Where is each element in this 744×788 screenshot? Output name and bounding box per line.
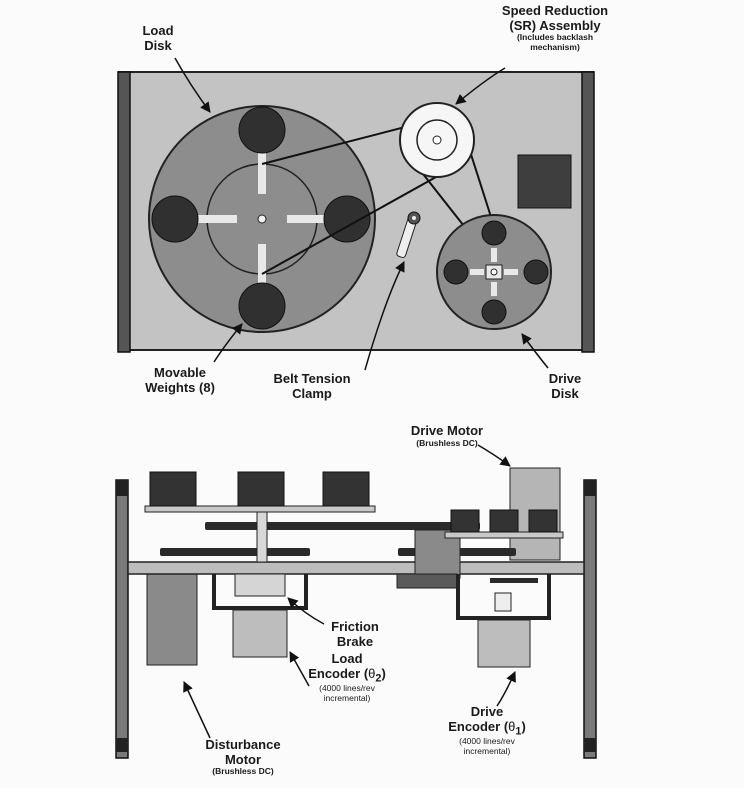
left-post <box>115 479 129 759</box>
load-shaft <box>256 511 268 563</box>
side-view <box>115 444 597 759</box>
movable-weights-side <box>149 471 370 507</box>
top-view <box>117 57 595 371</box>
movable-weights-top <box>151 106 371 330</box>
load-bracket <box>212 574 308 610</box>
drive-disk-edge <box>444 531 564 539</box>
sr-assembly-label: Speed Reduction(SR) Assembly (Includes b… <box>501 3 609 52</box>
drive-motor-label: Drive Motor (Brushless DC) <box>410 423 484 448</box>
load-disk-slots <box>195 152 329 286</box>
upper-belt <box>205 522 480 530</box>
lower-belt-left <box>160 548 310 556</box>
right-rail <box>581 71 595 353</box>
drive-weights-side <box>450 509 558 533</box>
drive-encoder <box>477 619 531 668</box>
left-rail <box>117 71 131 353</box>
sr-pulley-hub <box>432 135 442 145</box>
drive-belt-small <box>490 578 538 583</box>
drive-disk-slots <box>470 248 518 296</box>
right-post <box>583 479 597 759</box>
drive-bracket <box>456 574 551 620</box>
friction-brake <box>234 573 286 597</box>
motor-block-top <box>517 154 572 209</box>
sr-block-lower <box>396 573 458 589</box>
drive-disk-weights <box>443 220 549 325</box>
side-base-plate <box>127 561 585 575</box>
drive-encoder-coupling <box>494 592 512 612</box>
leaders-top <box>174 57 549 371</box>
load-encoder <box>232 609 288 658</box>
leaders-side <box>183 444 516 739</box>
belt-tension-clamp <box>396 211 421 258</box>
drive-encoder-label: Drive Encoder (θ1) (4000 lines/rev incre… <box>448 704 526 756</box>
disturbance-motor <box>146 572 198 666</box>
load-disk-hub <box>257 214 267 224</box>
load-disk-edge <box>144 505 376 513</box>
load-encoder-label: Load Encoder (θ2) (4000 lines/rev increm… <box>308 651 386 703</box>
